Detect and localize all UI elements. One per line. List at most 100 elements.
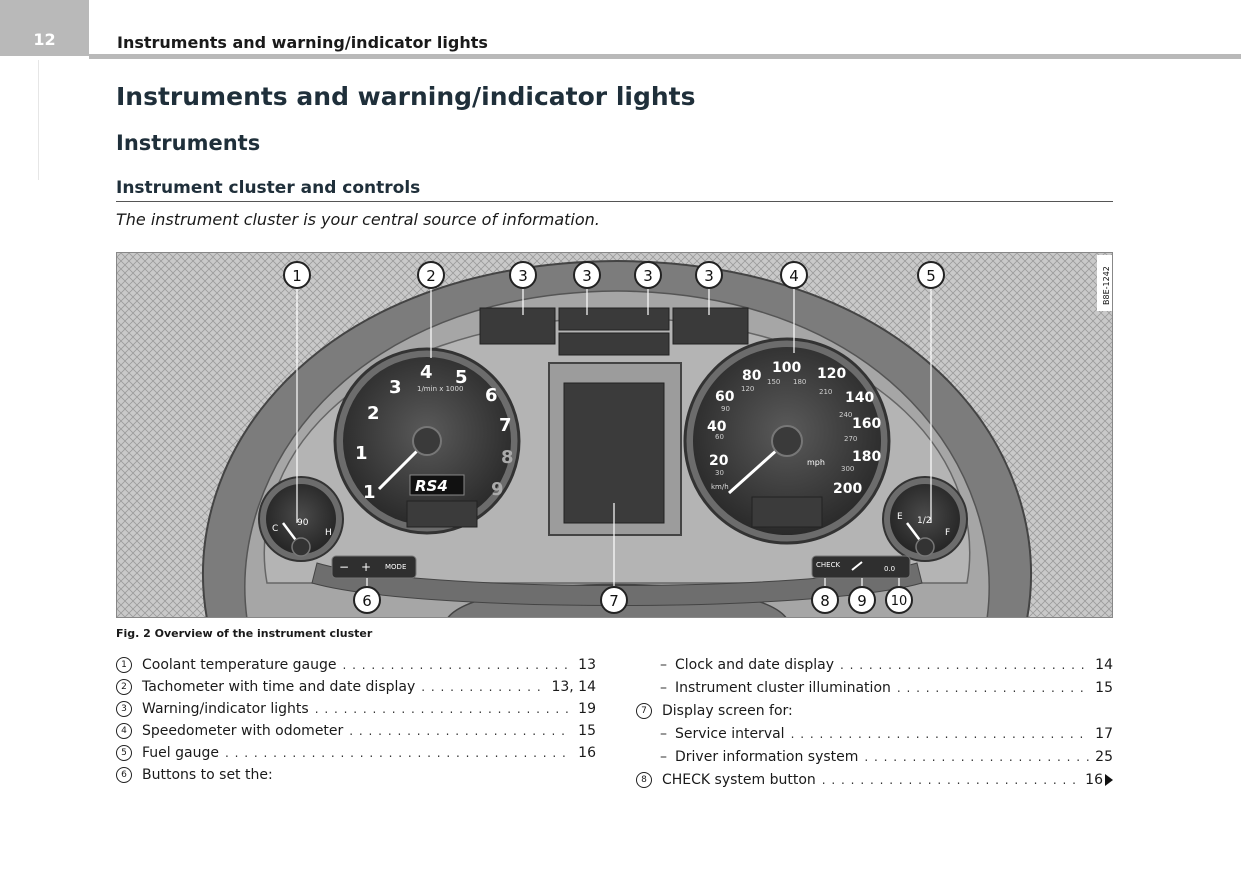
right-buttons: CHECK 0.0 [811, 555, 911, 579]
topic-rule [116, 201, 1113, 202]
svg-text:7: 7 [609, 592, 619, 610]
legend-page-ref: 19 [578, 701, 596, 717]
legend-page-ref: 17 [1095, 726, 1113, 742]
tach-number: 3 [389, 377, 402, 398]
center-display-screen [548, 362, 682, 536]
svg-text:9: 9 [857, 592, 867, 610]
fuel-half-mark: 1/2 [917, 516, 931, 526]
legend-label: Warning/indicator lights [142, 701, 309, 717]
speed-mph: 200 [833, 481, 862, 497]
speed-kmh: 210 [819, 388, 832, 396]
legend-label: Fuel gauge [142, 745, 219, 761]
callout-10: 10 [885, 586, 913, 614]
legend-item: –Service interval 17 [636, 724, 1113, 744]
fuel-empty-mark: E [897, 512, 903, 522]
instrument-cluster-figure: 1 1 2 3 4 5 6 7 8 9 1/min x 1000 RS4 [116, 252, 1113, 618]
leader-dots [822, 773, 1079, 787]
legend-label: Service interval [675, 726, 785, 742]
leader-dots [342, 658, 572, 672]
legend-number: 3 [116, 701, 132, 717]
sub-item-dash: – [660, 749, 667, 765]
legend-number: 6 [116, 767, 132, 783]
legend-label: Driver information system [675, 749, 859, 765]
legend-page-ref: 14 [1095, 657, 1113, 673]
speed-kmh: 180 [793, 378, 806, 386]
leader-dots [421, 680, 545, 694]
tach-number: 8 [501, 447, 514, 468]
leader-dots [864, 750, 1089, 764]
tach-number: 6 [485, 385, 498, 406]
callout-3a: 3 [509, 261, 537, 289]
sub-item-dash: – [660, 680, 667, 696]
svg-text:3: 3 [582, 267, 592, 285]
legend-item: –Clock and date display 14 [636, 655, 1113, 675]
reset-button: 0.0 [884, 565, 895, 573]
figure-code: B8E-1242 [1102, 266, 1111, 305]
speedometer: 20 40 60 80 100 120 140 160 180 200 30 6… [683, 337, 891, 545]
sub-item-dash: – [660, 726, 667, 742]
legend-number: 8 [636, 772, 652, 788]
tach-unit: 1/min x 1000 [417, 385, 463, 393]
callout-3b: 3 [573, 261, 601, 289]
svg-text:1: 1 [292, 267, 302, 285]
leader-dots [791, 727, 1090, 741]
svg-text:8: 8 [820, 592, 830, 610]
coolant-hot-mark: H [325, 528, 332, 538]
svg-text:2: 2 [426, 267, 436, 285]
header-rule [89, 54, 1241, 59]
speed-mph: 180 [852, 449, 881, 465]
svg-text:6: 6 [362, 592, 372, 610]
speed-mph: 140 [845, 390, 874, 406]
svg-text:3: 3 [518, 267, 528, 285]
speed-mph: 160 [852, 416, 881, 432]
speed-kmh: 90 [721, 405, 730, 413]
svg-text:3: 3 [704, 267, 714, 285]
sub-item-dash: – [660, 657, 667, 673]
tach-number: 9 [491, 479, 504, 500]
legend-label: Display screen for: [662, 703, 793, 719]
speed-mph: 100 [772, 360, 801, 376]
speed-mph: 80 [742, 368, 762, 384]
speed-mph: 60 [715, 389, 735, 405]
rs4-logo: RS4 [415, 477, 448, 495]
legend-page-ref: 16 [578, 745, 596, 761]
callout-9: 9 [848, 586, 876, 614]
legend-number: 2 [116, 679, 132, 695]
speed-kmh: 60 [715, 433, 724, 441]
subsection-heading: Instruments [116, 131, 261, 155]
figure-caption: Fig. 2 Overview of the instrument cluste… [116, 627, 373, 640]
legend-number: 4 [116, 723, 132, 739]
tach-number: 5 [455, 367, 468, 388]
legend-number: 7 [636, 703, 652, 719]
speed-kmh: 30 [715, 469, 724, 477]
legend-page-ref: 25 [1095, 749, 1113, 765]
callout-6: 6 [353, 586, 381, 614]
speed-kmh: 300 [841, 465, 854, 473]
left-buttons: − + MODE [331, 555, 417, 579]
legend-label: Tachometer with time and date display [142, 679, 416, 695]
tachometer: 1 1 2 3 4 5 6 7 8 9 1/min x 1000 RS4 [333, 347, 521, 535]
legend-item: 7 Display screen for: [636, 701, 1113, 721]
leader-dots [315, 702, 572, 716]
tach-number: 1 [355, 443, 368, 464]
legend-label: Speedometer with odometer [142, 723, 344, 739]
svg-text:3: 3 [643, 267, 653, 285]
continue-arrow-icon [1105, 774, 1113, 786]
callout-7: 7 [600, 586, 628, 614]
callout-8: 8 [811, 586, 839, 614]
speed-mph: 20 [709, 453, 729, 469]
callout-3c: 3 [634, 261, 662, 289]
speed-unit-mph: mph [807, 458, 825, 467]
minus-button: − [339, 560, 349, 574]
legend-label: Clock and date display [675, 657, 835, 673]
topic-heading: Instrument cluster and controls [116, 178, 421, 198]
cluster-illustration: 1 1 2 3 4 5 6 7 8 9 1/min x 1000 RS4 [117, 253, 1112, 617]
legend-number: 1 [116, 657, 132, 673]
leader-dots [840, 658, 1089, 672]
leader-dots [897, 681, 1089, 695]
callout-2: 2 [417, 261, 445, 289]
